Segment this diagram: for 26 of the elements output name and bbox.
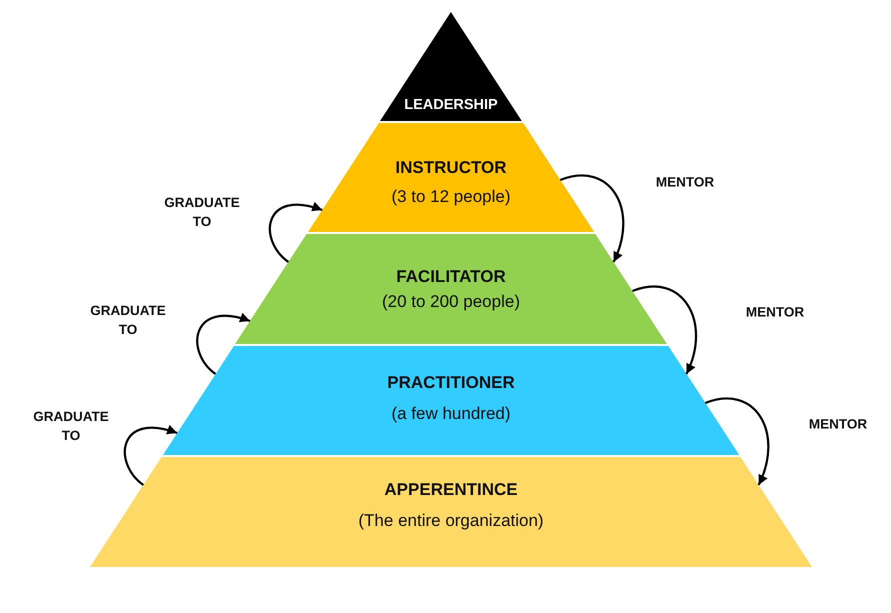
edge-label: GRADUATE TO (164, 194, 240, 231)
tier-subtitle: (The entire organization) (358, 511, 544, 531)
tier-title: INSTRUCTOR (395, 158, 507, 178)
pyramid-tier (235, 234, 667, 344)
pyramid-tier (308, 123, 594, 232)
pyramid-apex (380, 12, 522, 121)
edge-label: GRADUATE TO (90, 302, 166, 339)
edge-label: MENTOR (746, 304, 804, 322)
edge-label: MENTOR (808, 416, 868, 434)
pyramid-tier (162, 346, 740, 455)
tier-title: APPERENTINCE (384, 480, 518, 500)
tier-title: PRACTITIONER (387, 373, 515, 393)
tier-subtitle: (3 to 12 people) (391, 187, 511, 207)
edge-label: GRADUATE TO (33, 408, 109, 445)
curved-arrow (705, 397, 770, 486)
curved-arrow (268, 202, 323, 263)
pyramid-tier (90, 457, 812, 567)
tier-subtitle: (20 to 200 people) (382, 292, 520, 312)
curved-arrow (632, 286, 698, 374)
edge-label: MENTOR (656, 174, 714, 192)
tier-title: FACILITATOR (396, 267, 506, 287)
tier-title: LEADERSHIP (404, 96, 498, 115)
curved-arrow (124, 425, 178, 486)
curved-arrow (196, 313, 250, 375)
tier-subtitle: (a few hundred) (391, 404, 511, 424)
curved-arrow (560, 174, 624, 262)
